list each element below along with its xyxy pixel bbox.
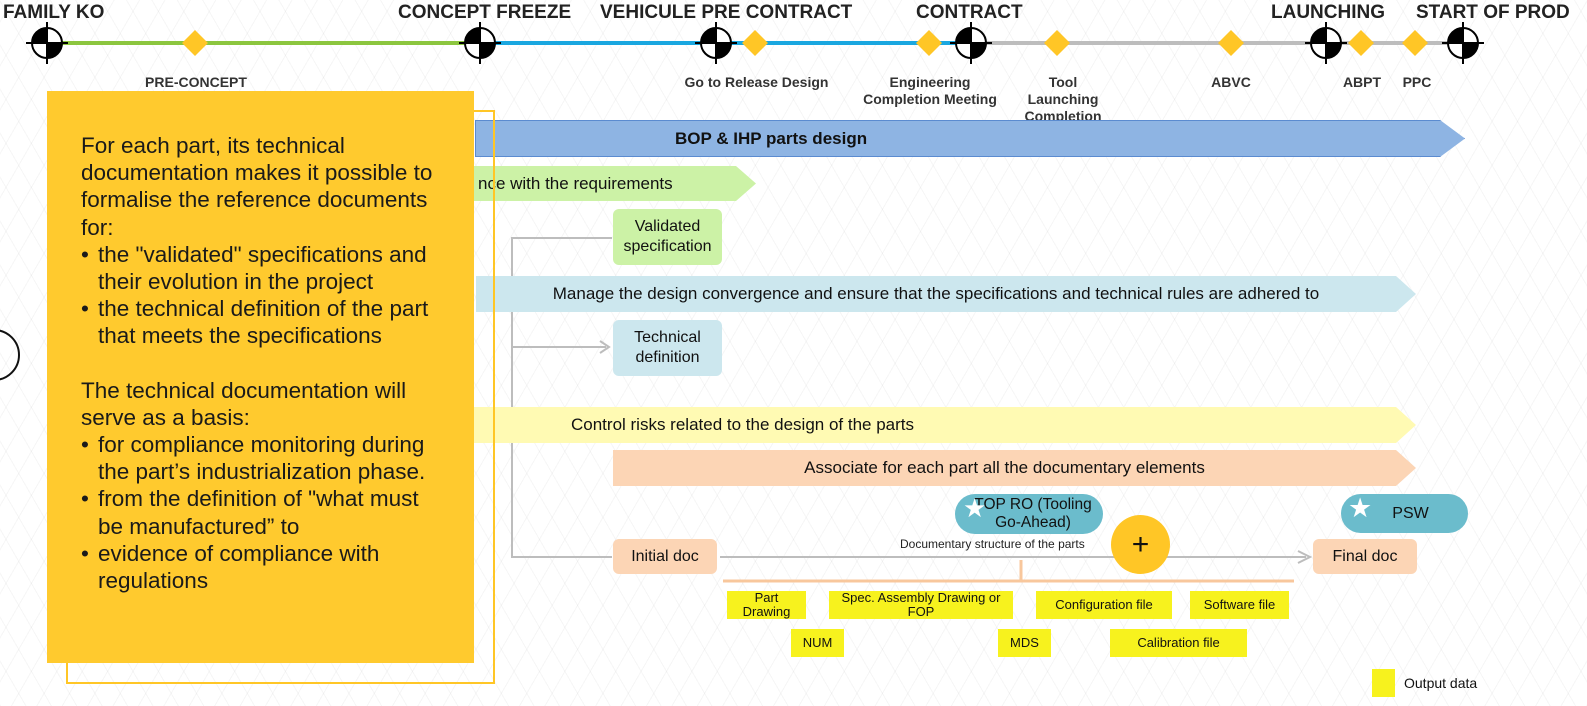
star-icon: ★ [1348, 493, 1373, 523]
output-num: NUM [791, 629, 844, 657]
callout-basis: The technical documentation will serve a… [81, 377, 407, 430]
callout-bullet: evidence of compliance with regulations [81, 540, 444, 594]
gate-marker-contract [950, 22, 992, 64]
milestone-label-pre-concept: PRE-CONCEPT [145, 74, 247, 90]
output-part-drawing-label: Part Drawing [742, 590, 791, 619]
band-design-convergence: Manage the design convergence and ensure… [476, 276, 1416, 312]
legend-swatch [1372, 669, 1395, 697]
top-ro-label: TOP RO (Tooling Go-Ahead) [974, 496, 1092, 531]
callout-bullets-2: for compliance monitoring during the par… [81, 431, 444, 594]
initial-doc-label: Initial doc [631, 547, 699, 565]
band-requirements: nce with the requirements [470, 166, 756, 201]
milestone-diamond-engineering-completion [916, 30, 942, 56]
legend-output-data: Output data [1372, 669, 1477, 697]
plus-icon: + [1131, 527, 1150, 561]
partial-circle-decoration [0, 329, 20, 381]
band-control-risks: Control risks related to the design of t… [470, 407, 1416, 443]
band-associate-docs: Associate for each part all the document… [613, 450, 1416, 486]
band-bop-ihp-design: BOP & IHP parts design [475, 120, 1465, 157]
gate-label-contract: CONTRACT [916, 2, 1023, 23]
psw-pill: ★ PSW [1341, 494, 1468, 533]
plus-circle: + [1111, 515, 1170, 574]
callout-bullet: the "validated" specifications and their… [81, 241, 444, 295]
gate-label-start-of-prod: START OF PROD [1416, 2, 1570, 23]
output-spec-assembly-label: Spec. Assembly Drawing or FOP [841, 590, 1001, 619]
legend-output-data-label: Output data [1404, 675, 1478, 691]
milestone-label-go-to-release: Go to Release Design [684, 74, 829, 90]
doc-structure-bracket [723, 560, 1294, 583]
output-calibration-file: Calibration file [1110, 629, 1247, 657]
callout-intro: For each part, its technical documentati… [81, 133, 433, 240]
final-doc-box: Final doc [1313, 539, 1417, 574]
technical-definition-label: Technical definition [634, 329, 701, 366]
top-ro-pill: ★ TOP RO (Tooling Go-Ahead) [955, 494, 1103, 534]
band-requirements-label: nce with the requirements [478, 173, 673, 193]
callout-bullet: from the definition of "what must be man… [81, 485, 444, 539]
gate-label-vehicule-pre-contract: VEHICULE PRE CONTRACT [600, 2, 853, 23]
validated-specification-label: Validated specification [623, 218, 712, 255]
gate-label-concept-freeze: CONCEPT FREEZE [398, 2, 572, 23]
milestone-diamond-go-to-release [742, 30, 768, 56]
technical-definition-box: Technical definition [613, 320, 722, 376]
arrowhead-technical-definition [599, 340, 611, 354]
band-bop-label: BOP & IHP parts design [675, 128, 868, 148]
gate-label-family-ko: FAMILY KO [3, 2, 105, 23]
milestone-diamond-abvc [1218, 30, 1244, 56]
milestone-label-engineering-completion: Engineering Completion Meeting [863, 74, 997, 107]
milestone-label-tool-launching: Tool Launching Completion [1024, 74, 1102, 124]
band-risks-label: Control risks related to the design of t… [571, 415, 915, 434]
validated-specification-box: Validated specification [613, 209, 722, 265]
initial-doc-box: Initial doc [613, 539, 717, 574]
gate-label-launching: LAUNCHING [1271, 2, 1385, 23]
band-associate-label: Associate for each part all the document… [804, 458, 1205, 477]
star-icon: ★ [963, 493, 987, 523]
output-num-label: NUM [802, 635, 833, 650]
final-doc-label: Final doc [1332, 547, 1398, 565]
callout-bullet: the technical definition of the part tha… [81, 295, 444, 349]
output-part-drawing: Part Drawing [727, 591, 806, 619]
output-software-file: Software file [1190, 591, 1289, 619]
doc-flow-connectors [511, 237, 1313, 564]
gate-marker-launching [1305, 22, 1347, 64]
milestone-diamond-pre-concept [182, 30, 208, 56]
technical-documentation-callout: For each part, its technical documentati… [47, 91, 474, 663]
output-mds: MDS [998, 629, 1051, 657]
doc-structure-label: Documentary structure of the parts [900, 537, 1085, 551]
output-mds-label: MDS [1010, 635, 1039, 650]
milestone-label-abvc: ABVC [1211, 74, 1251, 90]
gate-marker-family-ko [26, 22, 68, 64]
milestone-label-ppc: PPC [1402, 74, 1432, 90]
milestone-diamond-abpt [1348, 30, 1374, 56]
callout-bullet: for compliance monitoring during the par… [81, 431, 444, 485]
output-software-file-label: Software file [1203, 597, 1276, 612]
gate-marker-vehicule-pre-contract [695, 22, 737, 64]
band-convergence-label: Manage the design convergence and ensure… [552, 284, 1320, 303]
psw-label: PSW [1392, 504, 1429, 522]
gate-marker-concept-freeze [459, 22, 501, 64]
output-configuration-file-label: Configuration file [1055, 597, 1153, 612]
milestone-diamond-ppc [1402, 30, 1428, 56]
milestone-diamond-tool-launching [1044, 30, 1070, 56]
output-configuration-file: Configuration file [1036, 591, 1172, 619]
output-calibration-file-label: Calibration file [1137, 635, 1220, 650]
output-spec-assembly: Spec. Assembly Drawing or FOP [829, 591, 1013, 619]
gate-marker-start-of-prod [1442, 22, 1484, 64]
arrowhead-final-doc [1297, 550, 1313, 564]
connector-left-bracket [511, 237, 612, 558]
milestone-label-abpt: ABPT [1342, 74, 1382, 90]
callout-bullets-1: the "validated" specifications and their… [81, 241, 444, 350]
